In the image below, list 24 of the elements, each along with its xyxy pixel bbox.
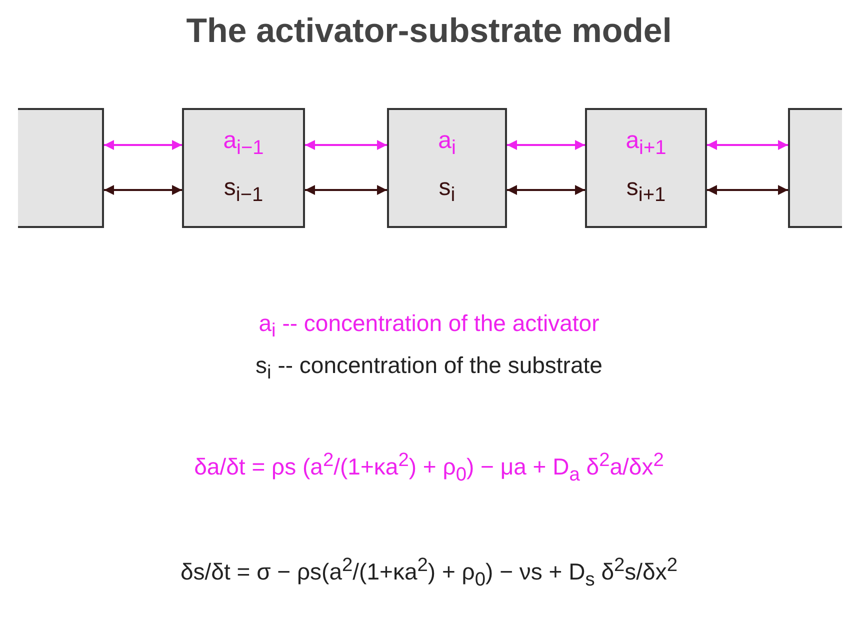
title: The activator-substrate model: [185, 12, 673, 51]
partial-cell-box: [18, 108, 104, 228]
partial-cell-box: [788, 108, 842, 228]
variable-label: s$_{i+1}$: [626, 175, 666, 208]
double-arrow: [707, 140, 788, 150]
cell-box: [182, 108, 305, 228]
equation: δs/δt = σ − ρs(a$^{2}$/(1+κa$^{2}$) + ρ$_{0}$) − νs + D$_{s}$ δ$^{2}$s/δx$^{2}$: [180, 555, 678, 592]
double-arrow: [707, 185, 788, 195]
cell-box: [585, 108, 707, 228]
variable-label: a$_{i}$: [438, 128, 456, 161]
variable-label: s$_{i−1}$: [224, 175, 264, 208]
variable-label: s$_{i}$: [438, 175, 456, 208]
double-arrow: [104, 185, 182, 195]
variable-label: a$_{i+1}$: [626, 128, 666, 161]
definition-text: s$_{i}$ -- concentration of the substrate: [256, 352, 602, 385]
double-arrow: [507, 140, 585, 150]
double-arrow: [507, 185, 585, 195]
cell-box: [387, 108, 507, 228]
double-arrow: [305, 185, 387, 195]
double-arrow: [305, 140, 387, 150]
equation: δa/δt = ρs (a$^{2}$/(1+κa$^{2}$) + ρ$_{0}$) − μa + D$_{a}$ δ$^{2}$a/δx$^{2}$: [194, 450, 664, 486]
double-arrow: [104, 140, 182, 150]
definition-text: a$_{i}$ -- concentration of the activator: [258, 310, 600, 343]
variable-label: a$_{i−1}$: [223, 128, 264, 161]
